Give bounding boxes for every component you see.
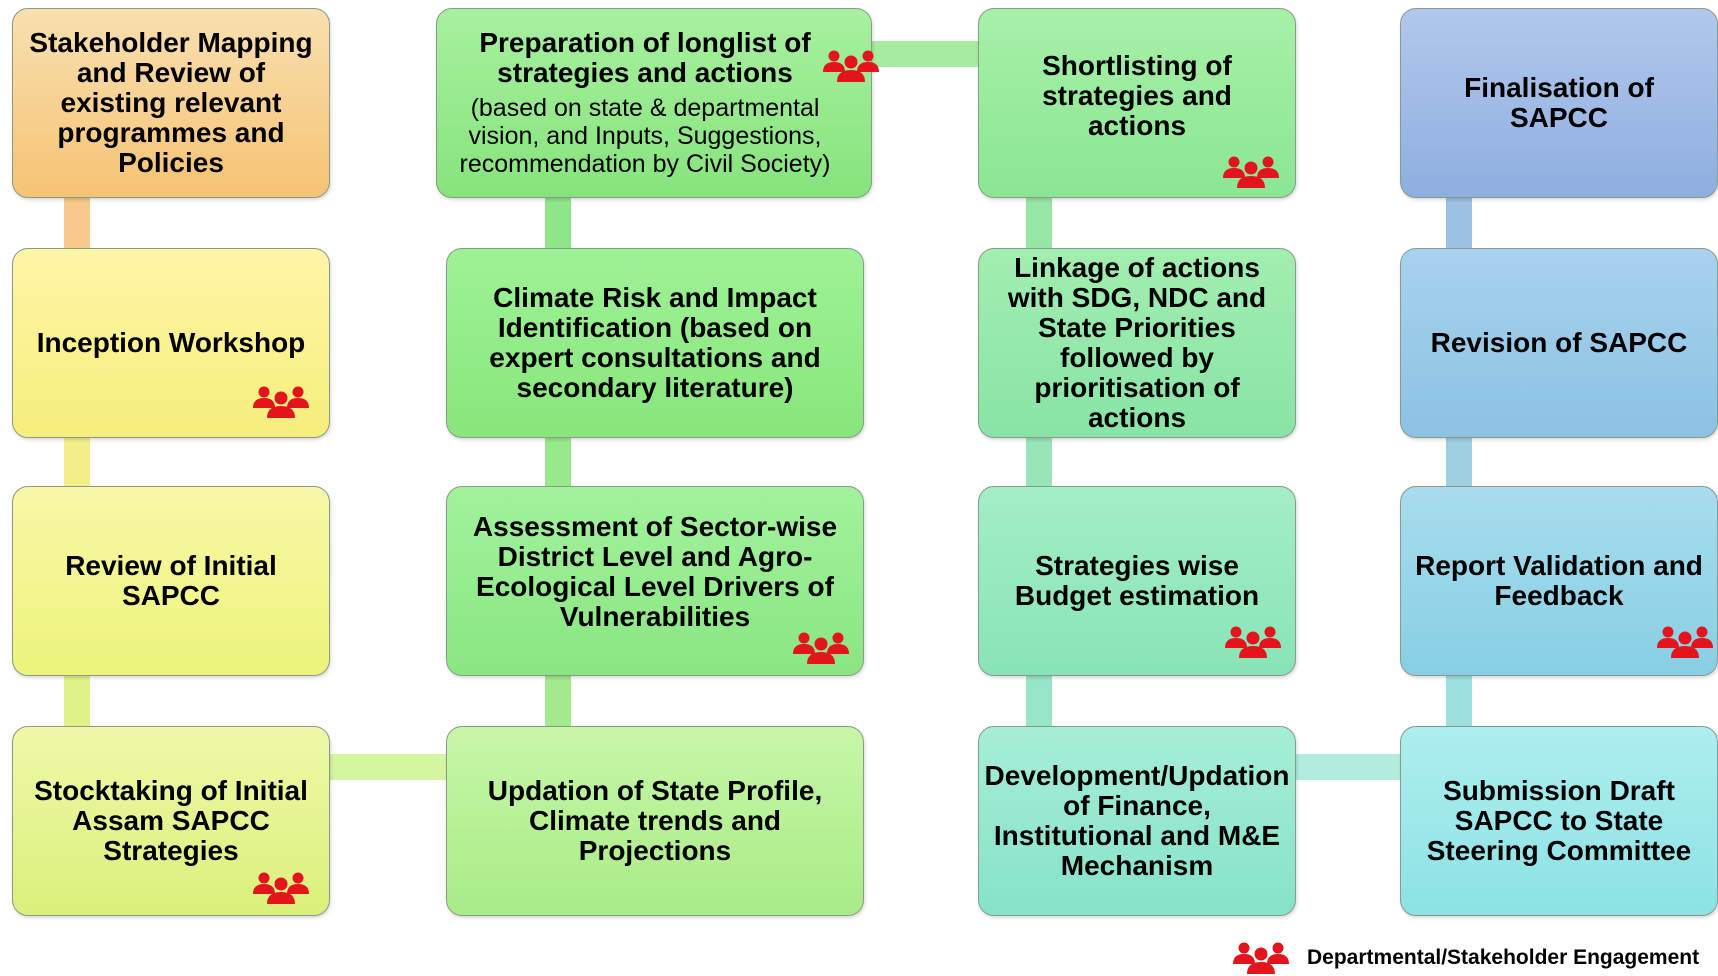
connector <box>1446 196 1472 252</box>
step-text: Updation of State Profile, Climate trend… <box>487 775 823 866</box>
step-text: Inception Workshop <box>36 327 306 358</box>
connector <box>64 674 90 730</box>
step-linkage-sdg-ndc: Linkage of actions with SDG, NDC and Sta… <box>978 248 1296 438</box>
people-group-icon <box>1657 626 1713 658</box>
step-text: Linkage of actions with SDG, NDC and Sta… <box>1007 252 1267 433</box>
connector <box>1026 674 1052 730</box>
connector <box>64 196 90 252</box>
step-text: Climate Risk and Impact Identification (… <box>489 282 821 403</box>
step-text: Preparation of longlist of strategies an… <box>479 27 811 88</box>
step-budget-estimation: Strategies wise Budget estimation <box>978 486 1296 676</box>
legend-label: Departmental/Stakeholder Engagement <box>1307 946 1700 969</box>
step-text: Assessment of Sector-wise District Level… <box>472 511 838 632</box>
step-shortlisting: Shortlisting of strategies and actions <box>978 8 1296 198</box>
connector <box>1292 754 1400 780</box>
step-text: Revision of SAPCC <box>1430 327 1688 358</box>
step-state-profile-updation: Updation of State Profile, Climate trend… <box>446 726 864 916</box>
connector <box>1446 674 1472 730</box>
connector <box>545 196 571 252</box>
connector <box>1446 436 1472 492</box>
people-group-icon <box>793 632 849 664</box>
step-stakeholder-mapping: Stakeholder Mapping and Review of existi… <box>12 8 330 198</box>
step-text: Strategies wise Budget estimation <box>1014 550 1260 611</box>
connector <box>1026 196 1052 252</box>
step-subtext: (based on state & departmental vision, a… <box>459 94 831 178</box>
step-finalisation-sapcc: Finalisation of SAPCC <box>1400 8 1718 198</box>
step-text: Submission Draft SAPCC to State Steering… <box>1426 775 1692 866</box>
people-group-icon <box>253 386 309 418</box>
step-inception-workshop: Inception Workshop <box>12 248 330 438</box>
legend-people-group-icon <box>1233 942 1289 974</box>
step-text: Development/Updation of Finance, Institu… <box>984 760 1290 881</box>
people-group-icon <box>1225 626 1281 658</box>
step-text: Report Validation and Feedback <box>1415 550 1703 611</box>
step-text: Stakeholder Mapping and Review of existi… <box>29 27 313 178</box>
step-submission-draft: Submission Draft SAPCC to State Steering… <box>1400 726 1718 916</box>
step-climate-risk-identification: Climate Risk and Impact Identification (… <box>446 248 864 438</box>
people-group-icon <box>823 50 879 82</box>
step-longlist-preparation: Preparation of longlist of strategies an… <box>436 8 872 198</box>
people-group-icon <box>253 872 309 904</box>
step-text: Review of Initial SAPCC <box>65 550 277 611</box>
connector <box>1026 436 1052 492</box>
step-vulnerability-assessment: Assessment of Sector-wise District Level… <box>446 486 864 676</box>
step-finance-mechanism: Development/Updation of Finance, Institu… <box>978 726 1296 916</box>
connector <box>870 41 978 67</box>
step-text: Shortlisting of strategies and actions <box>1042 50 1232 141</box>
connector <box>328 754 446 780</box>
people-group-icon <box>1223 156 1279 188</box>
connector <box>545 436 571 492</box>
step-text: Finalisation of SAPCC <box>1464 72 1654 133</box>
step-revision-sapcc: Revision of SAPCC <box>1400 248 1718 438</box>
step-text: Stocktaking of Initial Assam SAPCC Strat… <box>34 775 308 866</box>
connector <box>545 674 571 730</box>
step-review-initial-sapcc: Review of Initial SAPCC <box>12 486 330 676</box>
connector <box>64 436 90 492</box>
